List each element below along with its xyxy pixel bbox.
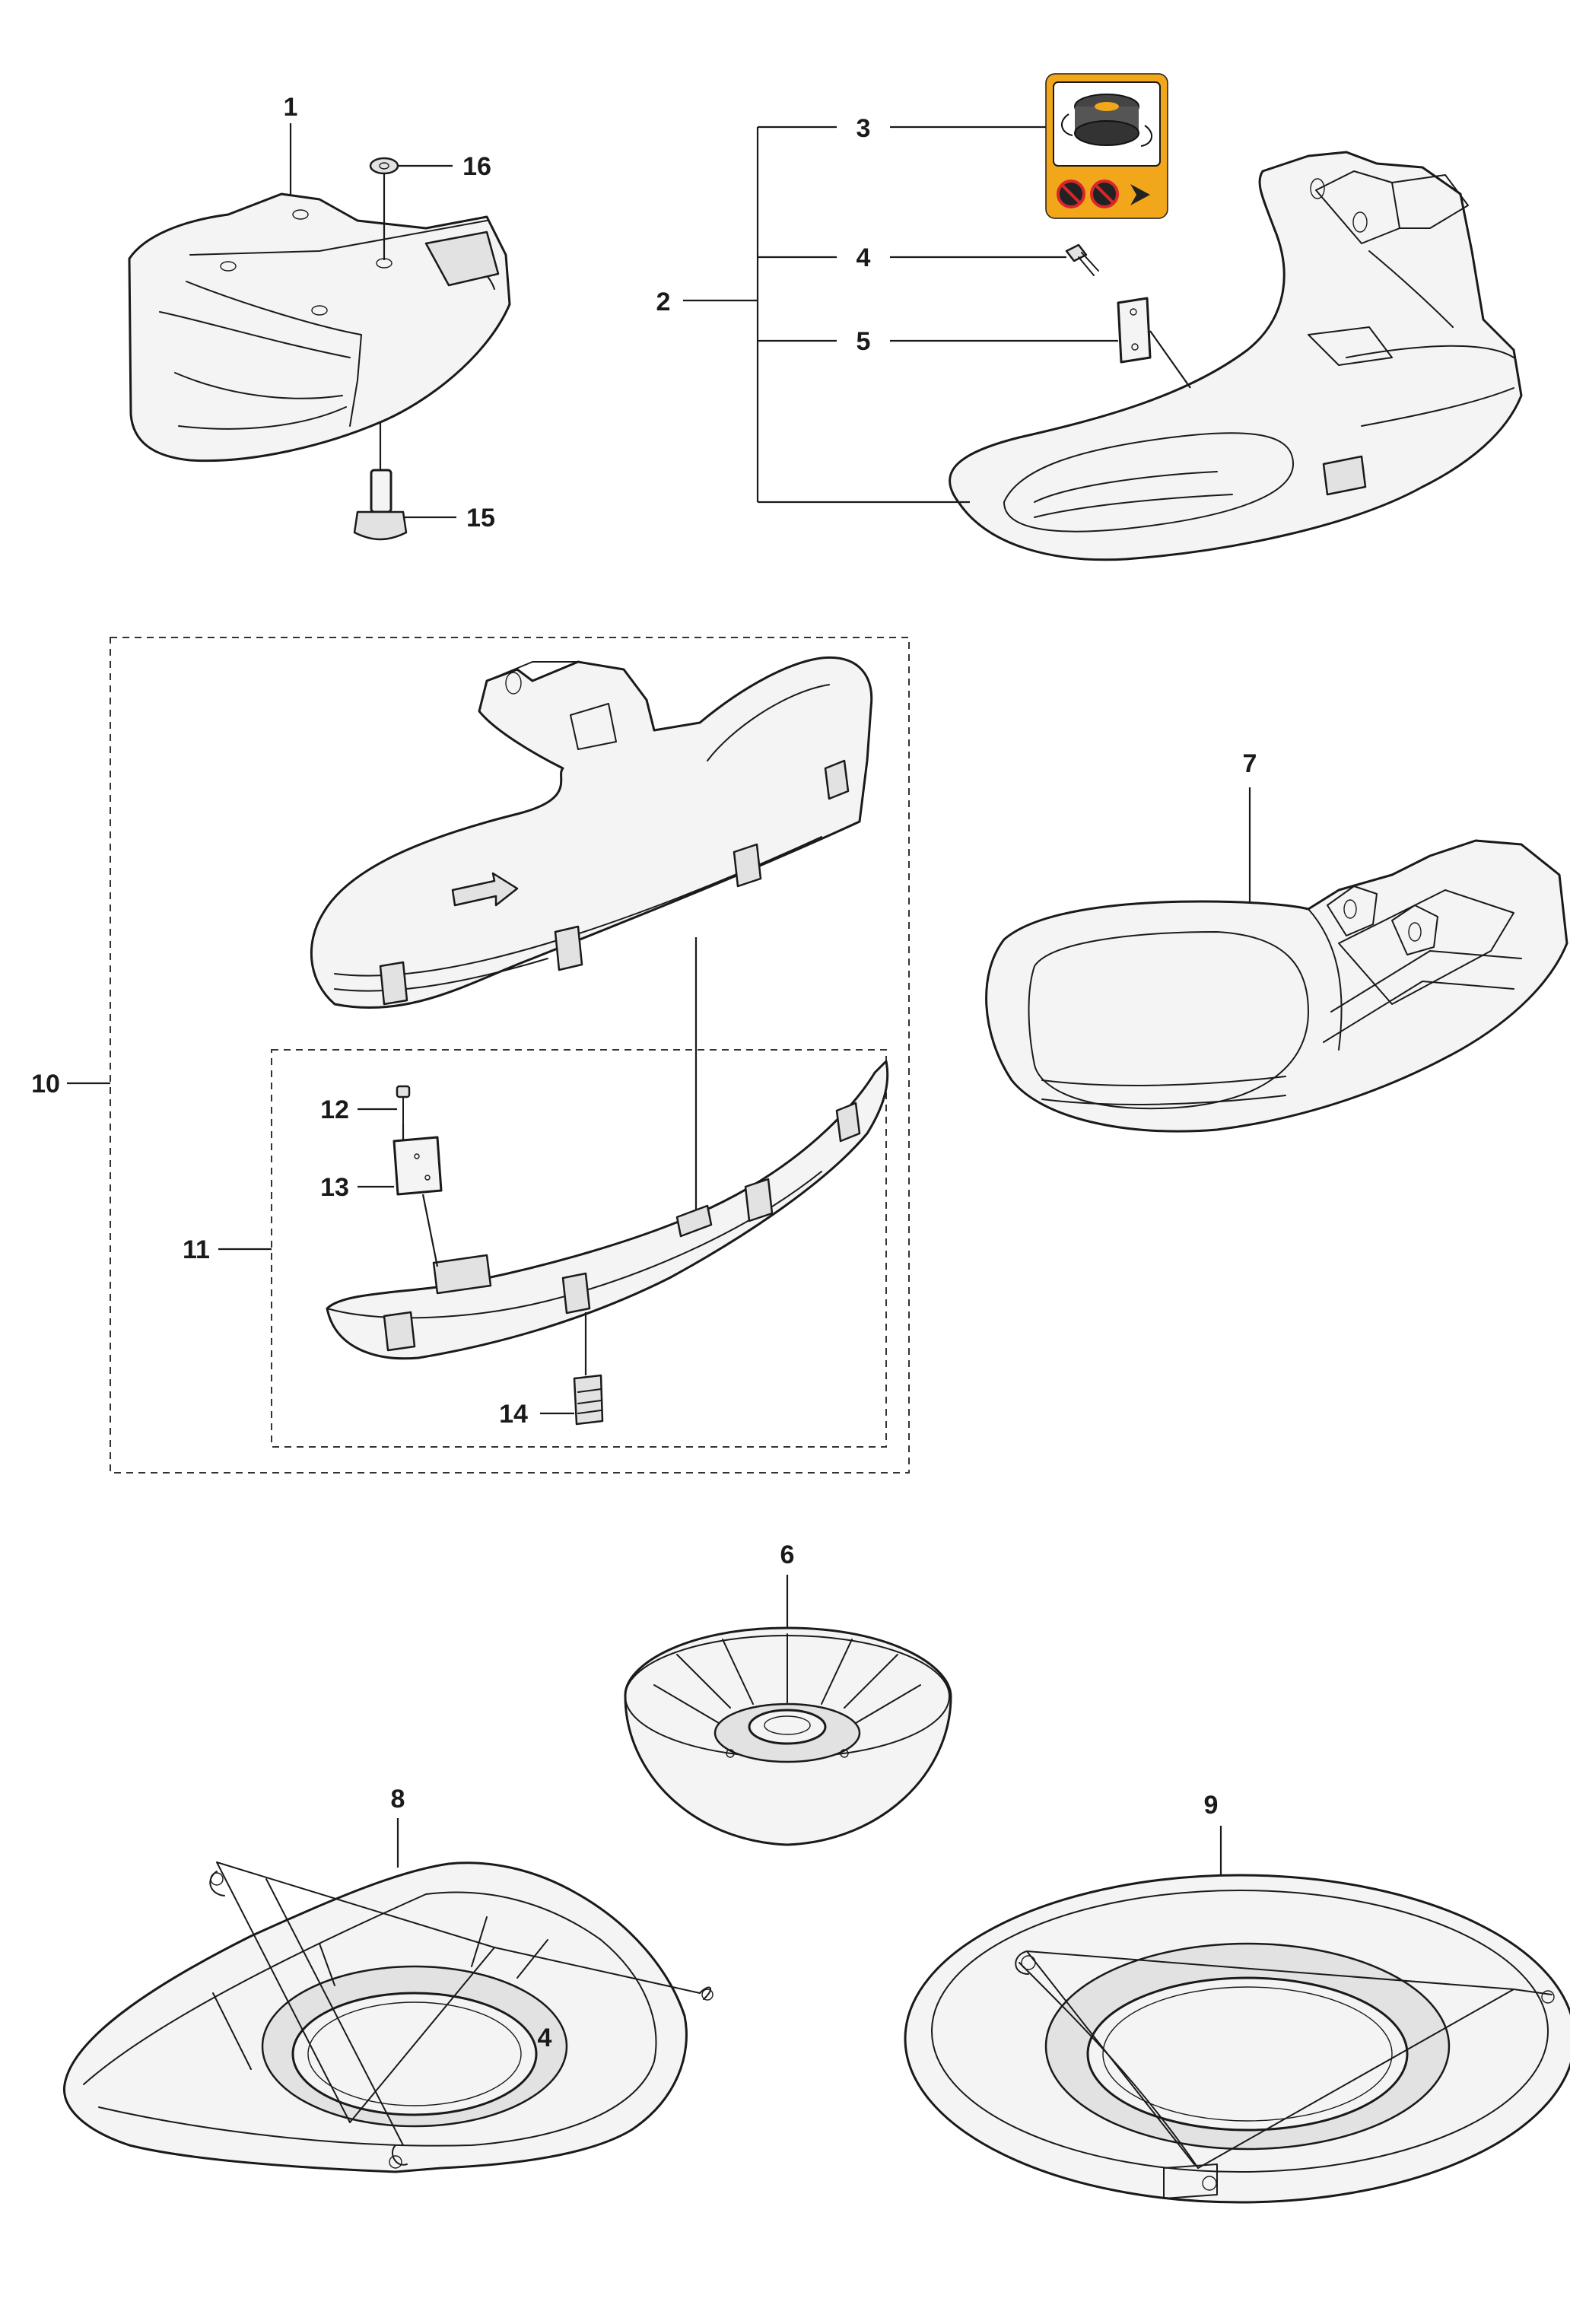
no-saw-icon: [1090, 180, 1119, 208]
callout-11: 11: [183, 1235, 210, 1264]
callout-13: 13: [320, 1173, 349, 1202]
guard-part-2: [949, 151, 1523, 561]
callout-5: 5: [857, 327, 871, 356]
callout-16: 16: [462, 152, 491, 181]
guard-part-7: [985, 787, 1568, 1133]
direction-arrow-icon: [1130, 184, 1150, 205]
deflector-part-9: [904, 1826, 1570, 2204]
callout-2: 2: [656, 288, 671, 316]
no-blade-icon: [1057, 180, 1085, 208]
guard-part-10: [310, 656, 873, 1009]
callout-4-lower: 4: [538, 2024, 552, 2052]
screw-part-12: [358, 1085, 411, 1140]
guard-part-1: [128, 192, 511, 463]
cup-part-6: [624, 1575, 952, 1846]
screw-part-4: [1065, 243, 1099, 276]
clip-part-14: [540, 1312, 604, 1426]
callout-14: 14: [499, 1400, 528, 1429]
trimmer-head-icon: [1061, 94, 1152, 147]
bolt-part-15: [353, 422, 456, 541]
callout-7: 7: [1243, 749, 1257, 778]
assembly-box-11: [271, 1049, 887, 1448]
line-cutter-part-5: [1117, 297, 1191, 389]
assembly-box-10: [110, 637, 910, 1474]
callout-12: 12: [320, 1095, 349, 1124]
callout-10: 10: [31, 1070, 60, 1098]
callout-4: 4: [857, 243, 871, 272]
washer-part-16: [369, 157, 453, 260]
deflector-part-8: [62, 1818, 713, 2173]
decal-part-3: [1045, 73, 1168, 219]
callout-1: 1: [284, 93, 298, 122]
callout-bracket-2: [683, 126, 1118, 504]
callout-3: 3: [857, 114, 871, 143]
skirt-part-11: [326, 1060, 889, 1360]
line-cutter-part-13: [358, 1136, 443, 1267]
callout-9: 9: [1204, 1791, 1219, 1820]
callout-6: 6: [780, 1540, 795, 1569]
callout-8: 8: [391, 1785, 405, 1814]
callout-15: 15: [466, 504, 495, 533]
